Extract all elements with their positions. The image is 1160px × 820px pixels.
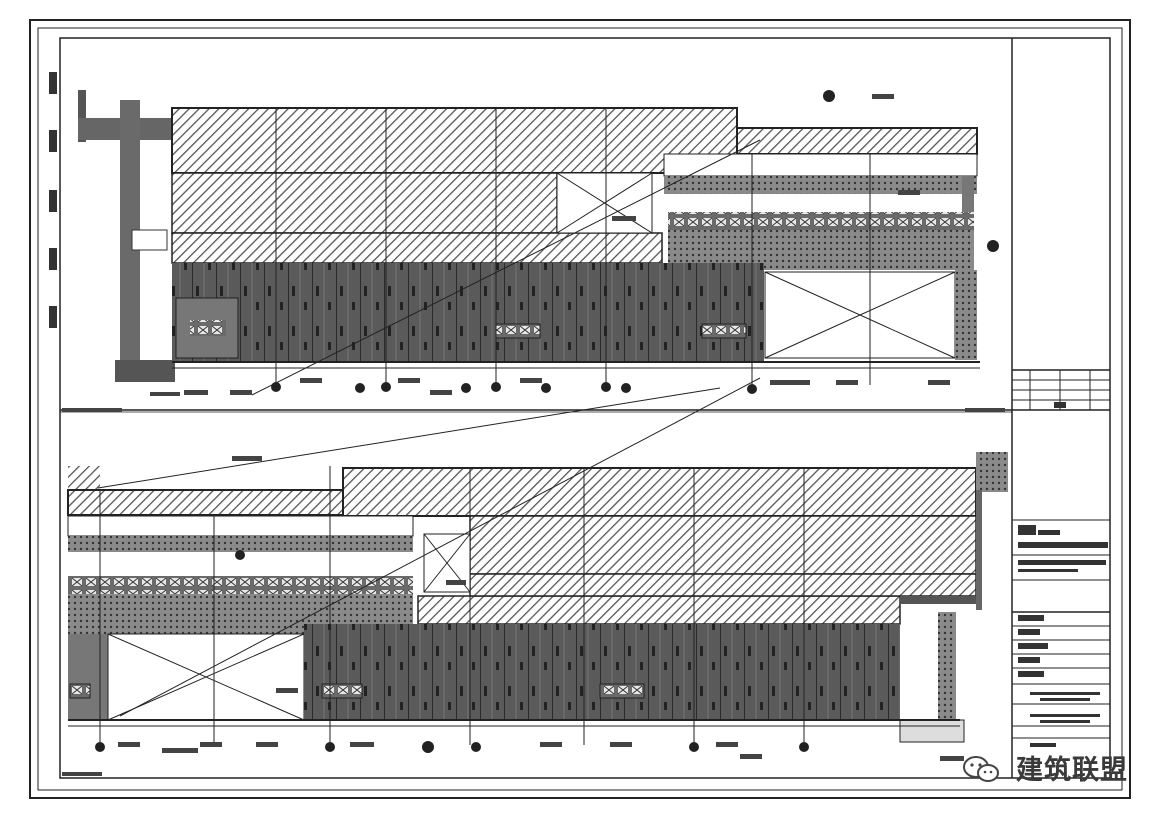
title-block-marks [1018,402,1108,747]
watermark-text: 建筑联盟 [1016,755,1128,786]
wechat-icon [963,756,999,782]
drawing-frame [29,19,1131,799]
bottom-elevation [62,377,1008,776]
top-elevation [62,90,1005,412]
title-block [1012,369,1110,739]
margin-ticks [49,72,57,328]
